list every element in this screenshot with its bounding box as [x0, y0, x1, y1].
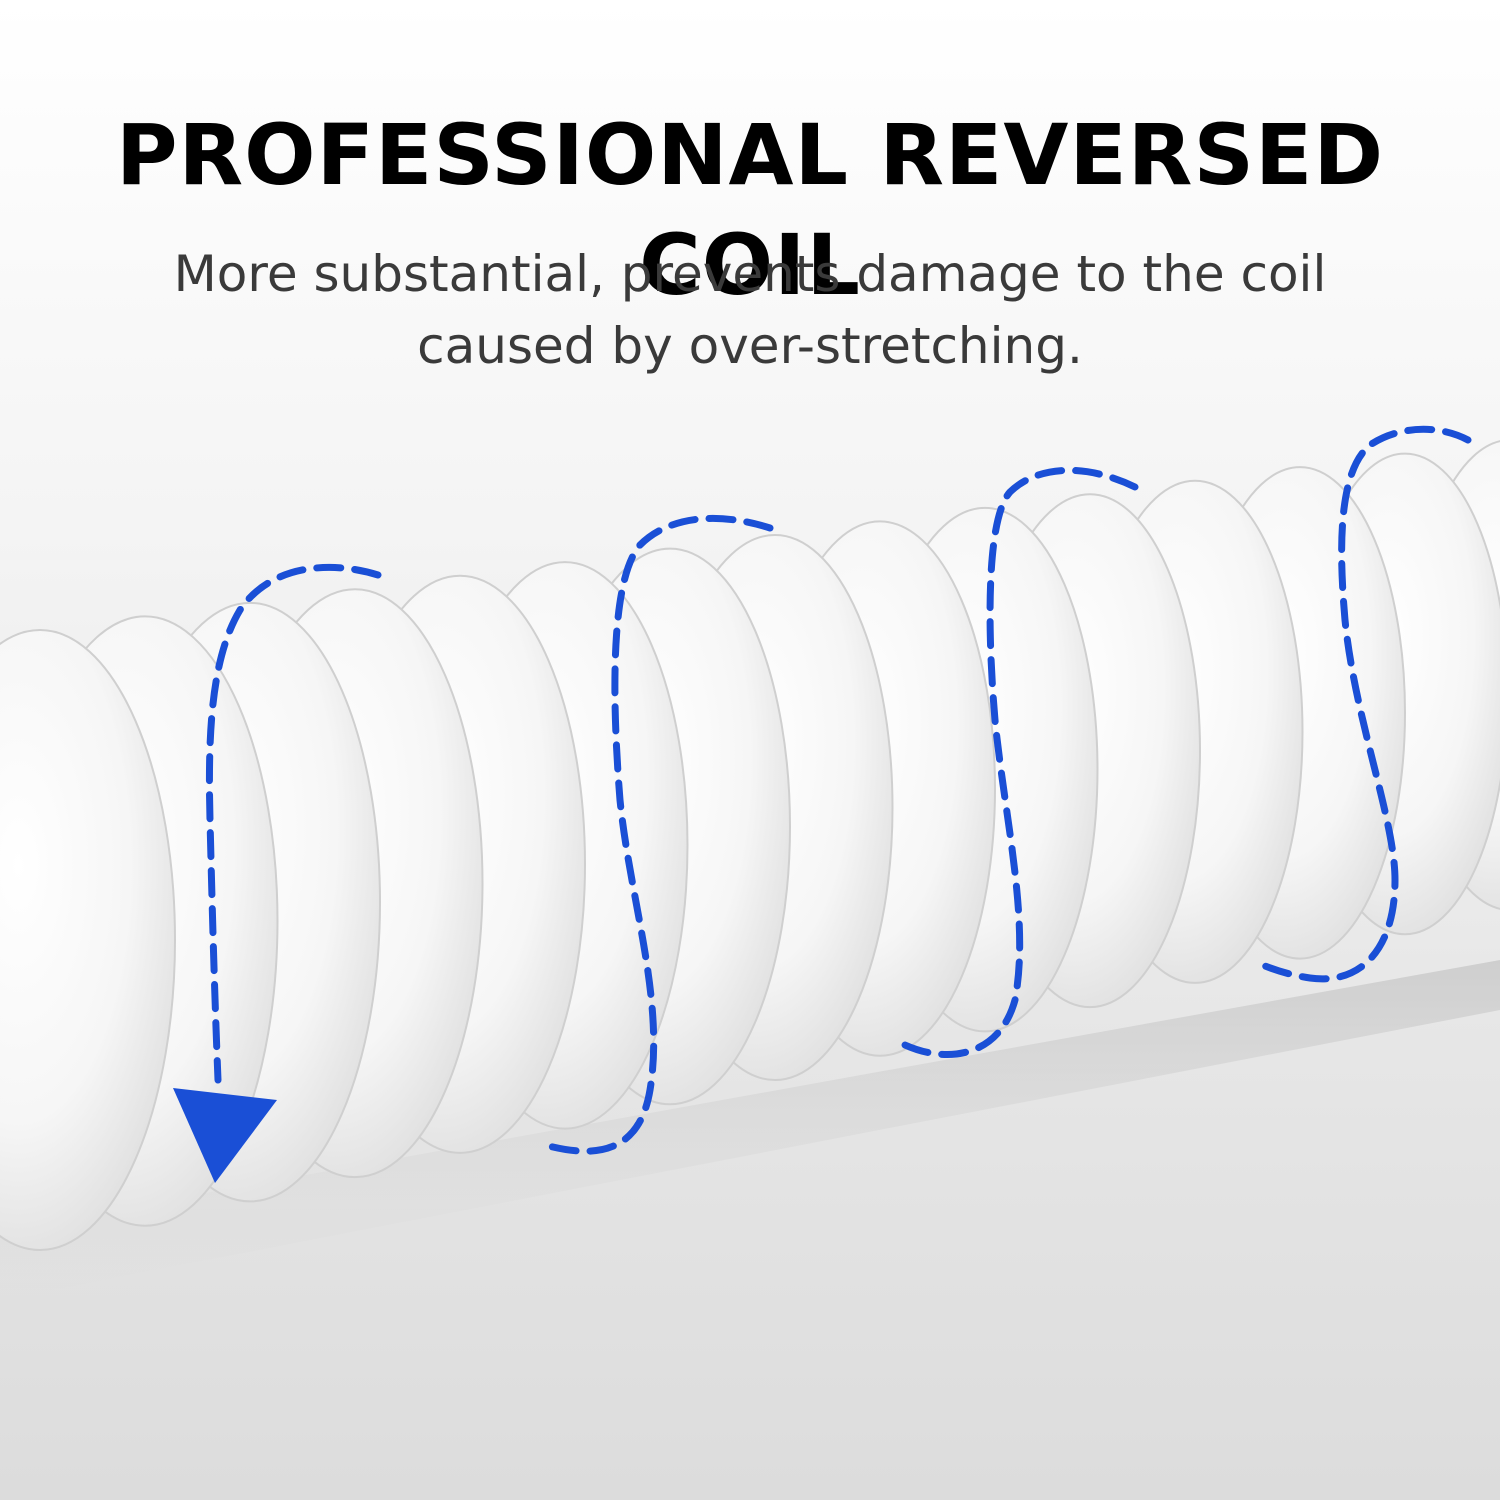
coil-ring: [0, 629, 176, 1251]
coil-rings: [0, 440, 1500, 1251]
down-arrowhead-icon: [173, 1088, 277, 1183]
direction-loop-2: [541, 514, 774, 1155]
direction-loop-3: [901, 466, 1139, 1058]
direction-loop-1: [205, 563, 382, 1084]
direction-loop-4: [1261, 425, 1472, 983]
coil-floor-shadow: [0, 960, 1500, 1300]
coil-illustration: [0, 425, 1500, 1300]
direction-loops: [205, 425, 1472, 1155]
subtitle-line-2: caused by over-stretching.: [417, 317, 1083, 375]
subtitle-line-1: More substantial, prevents damage to the…: [173, 245, 1327, 303]
headline: PROFESSIONAL REVERSED COIL: [115, 106, 1385, 314]
